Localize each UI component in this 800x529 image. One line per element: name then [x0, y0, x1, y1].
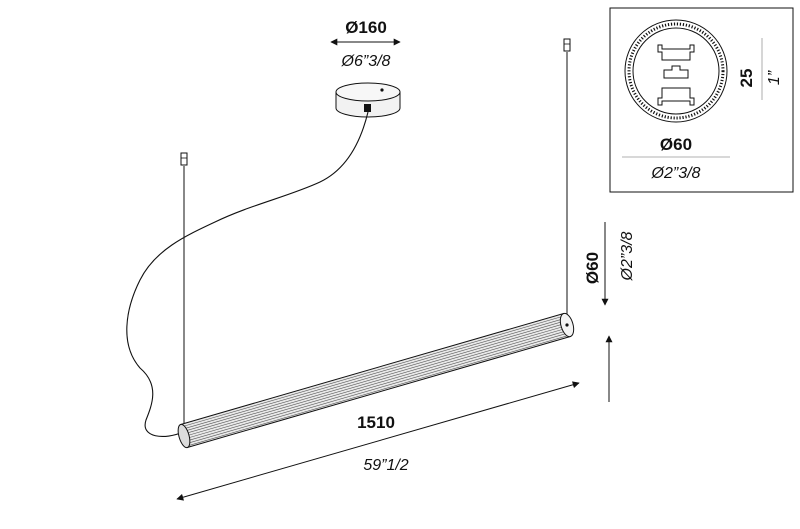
tube-diameter-in: Ø2”3/8 [619, 231, 636, 281]
power-cable [126, 111, 369, 438]
profile-diameter-in: Ø2”3/8 [651, 165, 701, 182]
profile-height-in: 1” [766, 70, 783, 85]
length-dimension: 1510 59”1/2 [176, 381, 580, 501]
ceiling-canopy [335, 82, 401, 118]
suspension-wire-right [563, 38, 571, 318]
length-mm: 1510 [357, 413, 395, 432]
canopy-dimension: Ø160 Ø6”3/8 [330, 18, 401, 70]
profile-height-mm: 25 [737, 69, 756, 88]
profile-diameter-mm: Ø60 [660, 135, 692, 154]
tube-diameter-dimension: Ø60 Ø2”3/8 [583, 222, 636, 402]
suspension-wire-left [180, 152, 188, 428]
canopy-diameter-mm: Ø160 [345, 18, 387, 37]
cross-section-detail: Ø60 Ø2”3/8 25 1” [609, 7, 794, 193]
canopy-diameter-in: Ø6”3/8 [341, 53, 391, 70]
tube-diameter-mm: Ø60 [583, 252, 602, 284]
length-in: 59”1/2 [363, 457, 408, 474]
